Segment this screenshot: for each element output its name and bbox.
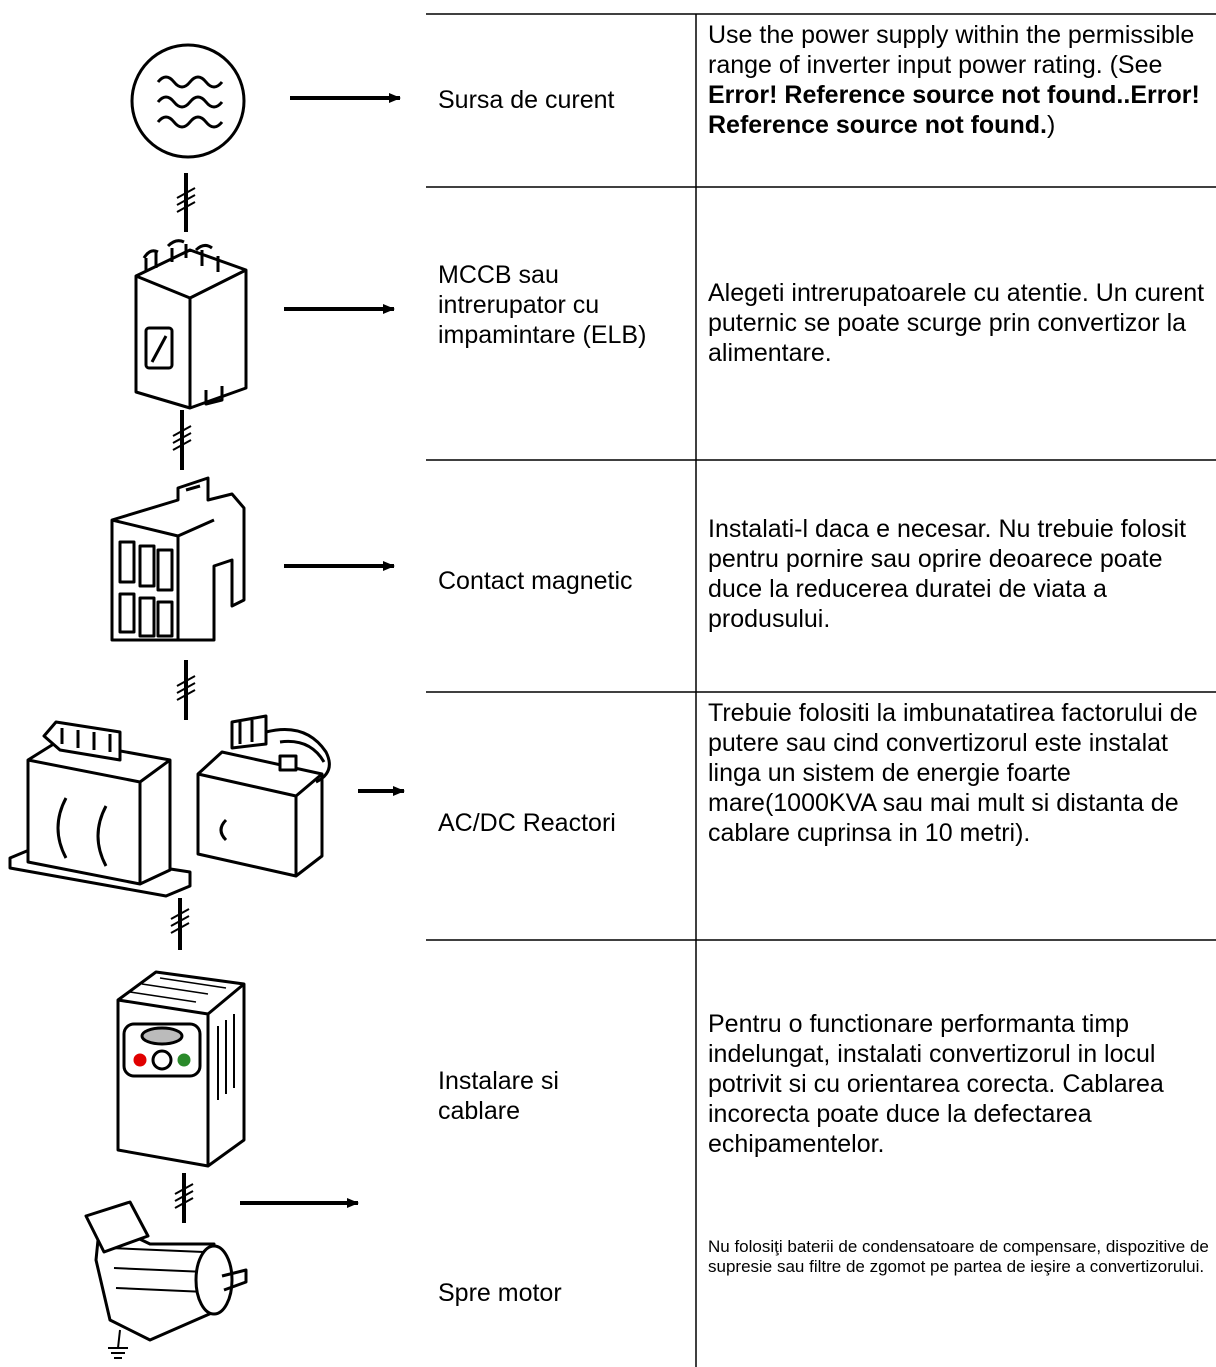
three-phase-marks [170,187,196,1209]
row-label-power-source: Sursa de curent [438,86,615,114]
ac-reactor-icon [8,720,192,898]
dc-reactor-icon [196,714,331,878]
magnetic-contactor-icon [110,476,246,642]
motor-icon [84,1200,248,1359]
row-label-mccb: MCCB sau intrerupator cu impamintare (EL… [438,261,647,349]
row-label-reactor: AC/DC Reactori [438,809,616,837]
mccb-breaker-icon [134,239,248,410]
row-desc-motor: Nu folosiţi baterii de condensatoare de … [708,1237,1209,1276]
row-desc-contactor: Instalati-l daca e necesar. Nu trebuie f… [708,515,1187,633]
row-desc-reactor: Trebuie folositi la imbunatatirea factor… [708,699,1198,847]
row-label-motor: Spre motor [438,1279,562,1307]
inverter-icon [116,970,246,1168]
ac-source-icon [130,43,246,159]
connection-lines [178,173,188,1223]
row-label-installation: Instalare si cablare [438,1067,559,1125]
table-grid [426,13,1216,1367]
arrows [240,93,405,1208]
row-desc-mccb: Alegeti intrerupatoarele cu atentie. Un … [708,279,1205,367]
row-label-contactor: Contact magnetic [438,567,633,595]
row-desc-power-source: Use the power supply within the permissi… [708,21,1200,139]
row-desc-installation: Pentru o functionare performanta timp in… [708,1010,1164,1158]
